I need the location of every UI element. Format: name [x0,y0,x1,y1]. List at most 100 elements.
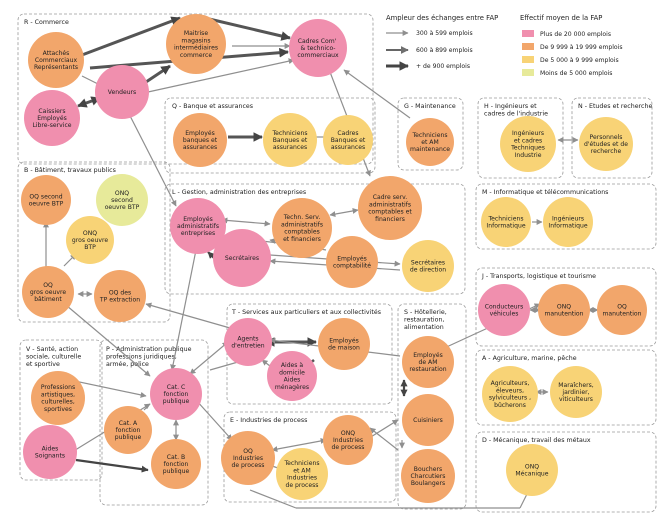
node-circle-cuisiniers [402,394,454,446]
node-circle-prof-art [31,371,85,425]
node-circle-oq-tp [94,270,146,322]
node-circle-maitrise-mag [166,14,226,74]
node-circle-onq-second [96,174,148,226]
group-title-transports: J - Transports, logistique et tourisme [481,273,596,280]
edge-cadrescom-techmaint [343,69,411,119]
node-label-agriculteurs: Agriculteurs,éleveurs,sylviculteurs ,bûc… [489,380,531,409]
legend-swatch-light [522,69,534,76]
node-circle-cat-a [104,406,152,454]
group-title-services: T - Services aux particuliers et aux col… [231,308,381,316]
edge-profart-catc [69,379,147,398]
legend-arrow-large-label: + de 900 emplois [416,63,470,70]
group-title-banque: Q - Banque et assurances [172,103,253,110]
group-box-sante [19,339,103,481]
group-box-gestion [164,183,466,295]
node-label-secretaires: Secrétaires [225,254,259,262]
legend-size-title: Effectif moyen de la FAP [520,14,602,22]
group-box-batiment [17,161,171,323]
node-label-maraichers: Maraîchers,jardinier,viticulteurs [558,381,594,403]
legend-swatch-orange [522,43,534,50]
node-cadres-com: Cadres Com' & technico-commerciaux [289,19,347,77]
node-circle-ing-indus [500,116,556,172]
node-agriculteurs: Agriculteurs,éleveurs,sylviculteurs ,bûc… [482,366,538,422]
edge-oqproc-onqproc [271,438,327,452]
group-title-gestion: L - Gestion, administration des entrepri… [172,189,306,196]
group-title-mecanique: D - Mécanique, travail des métaux [482,436,591,444]
edge-aidessoig-catb [75,458,149,473]
node-circle-maraichers [550,366,602,418]
node-circle-onq-meca [506,444,558,496]
edge-vendeurs-empladmin [123,103,177,207]
node-circle-cadres-com [289,19,347,77]
node-cuisiniers: Cuisiniers [402,394,454,446]
group-title-process: E - Industries de process [230,417,307,424]
node-secretaires: Secrétaires [213,229,271,287]
node-circle-oq-proc [221,431,275,485]
node-circle-cat-b [151,439,201,489]
node-circle-oq-gros [22,266,74,318]
edge-agents-catc-b [209,361,239,371]
node-circle-aides-soig [23,425,77,479]
node-maraichers: Maraîchers,jardinier,viticulteurs [550,366,602,418]
edge-bouchers-onqproc [369,427,399,451]
group-box-mecanique [475,431,657,513]
legend-swatch-yellow [522,56,534,63]
node-circle-tech-serv [272,198,332,258]
node-circle-pers-etudes [579,117,633,171]
edge-empladmin-catc [170,249,197,371]
node-label-vendeurs: Vendeurs [108,89,136,96]
edge-oqtp-agents [145,302,231,329]
edge-maitrise-cadrescom [204,16,291,41]
node-circle-secr-dir [402,240,454,292]
node-circle-secretaires [213,229,271,287]
node-circle-aides-dom [267,351,317,401]
node-circle-bouchers [401,449,455,503]
node-circle-vendeurs [95,65,149,119]
